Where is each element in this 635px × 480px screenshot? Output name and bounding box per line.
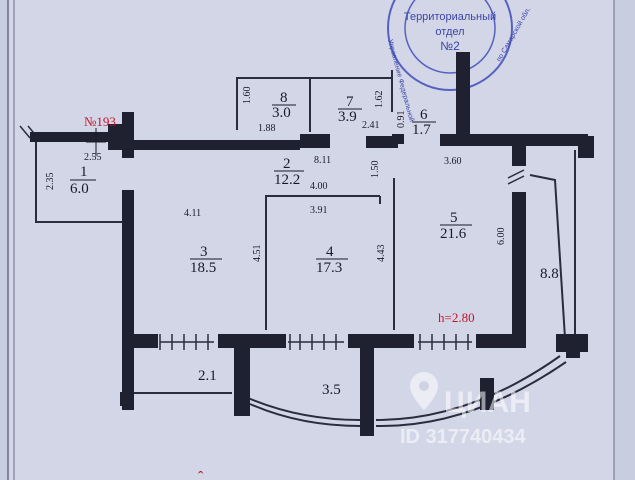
room-8-number: 8 — [280, 90, 288, 106]
watermark: ЦИАН ID 317740434 — [400, 372, 531, 448]
dim-1-62: 1.62 — [374, 91, 385, 109]
dim-4-00: 4.00 — [310, 181, 328, 192]
thin-outlines — [19, 70, 576, 428]
room-3-area: 18.5 — [190, 260, 216, 276]
stamp-line-2: отдел — [435, 26, 464, 38]
room-6-number: 6 — [420, 107, 428, 123]
dim-2-55: 2.55 — [84, 152, 102, 163]
dim-0-91: 0.91 — [396, 111, 407, 129]
dim-2-41: 2.41 — [362, 120, 380, 131]
watermark-brand: ЦИАН — [444, 386, 531, 419]
room-8-area: 3.0 — [272, 105, 291, 121]
dim-8-11: 8.11 — [314, 155, 331, 166]
stamp-line-1: Территориальный — [404, 11, 496, 23]
room-5-area: 21.6 — [440, 226, 467, 242]
stamp-line-3: №2 — [440, 39, 460, 53]
room-6-area: 1.7 — [412, 122, 431, 138]
balcony-bottom-area: 3.5 — [322, 382, 341, 398]
room-7-area: 3.9 — [338, 109, 357, 125]
room-4-area: 17.3 — [316, 260, 342, 276]
dim-1-88: 1.88 — [258, 123, 276, 134]
ceiling-height: h=2.80 — [438, 310, 475, 325]
dim-1-50: 1.50 — [370, 161, 381, 179]
watermark-id: ID 317740434 — [400, 426, 527, 448]
room-2-area: 12.2 — [274, 172, 300, 188]
location-pin-icon — [410, 372, 438, 410]
balcony-left-area: 2.1 — [198, 368, 217, 384]
dim-1-60: 1.60 — [242, 87, 253, 105]
plan-number: №193 — [84, 114, 116, 129]
room-5-number: 5 — [450, 210, 458, 226]
bottom-red-mark-left: ˆ — [198, 469, 204, 480]
dim-3-91: 3.91 — [310, 205, 328, 216]
balcony-right-area: 8.8 — [540, 266, 559, 282]
walls — [30, 52, 594, 436]
dim-3-60: 3.60 — [444, 156, 462, 167]
room-3-number: 3 — [200, 244, 208, 260]
dim-4-51: 4.51 — [252, 245, 263, 263]
room-labels: 1 6.0 2 12.2 3 18.5 4 17.3 5 21.6 6 1.7 … — [70, 90, 559, 398]
dim-4-43: 4.43 — [376, 245, 387, 263]
room-1-area: 6.0 — [70, 181, 89, 197]
room-7-number: 7 — [346, 94, 354, 110]
dim-6-00: 6.00 — [496, 228, 507, 246]
dimension-labels: 1.60 1.62 1.88 2.41 0.91 2.55 2.35 8.11 … — [45, 87, 507, 263]
dim-2-35: 2.35 — [45, 173, 56, 191]
dim-4-11: 4.11 — [184, 208, 201, 219]
room-4-number: 4 — [326, 244, 334, 260]
room-1-number: 1 — [80, 164, 88, 180]
room-2-number: 2 — [283, 156, 291, 172]
